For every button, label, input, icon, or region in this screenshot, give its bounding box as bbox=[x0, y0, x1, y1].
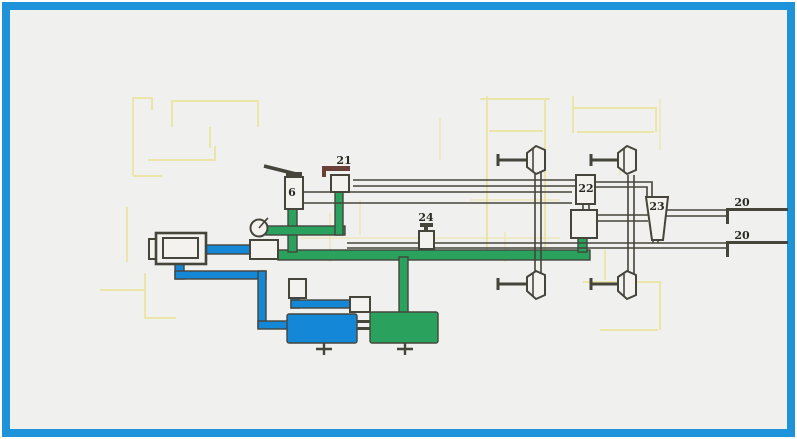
chamber-body bbox=[617, 269, 637, 301]
air-tank-blue bbox=[286, 313, 358, 344]
blue-run-2 bbox=[257, 320, 291, 330]
coupling-head-top bbox=[726, 208, 788, 224]
brake-chamber-rear-left bbox=[496, 269, 546, 301]
pressure-regulator bbox=[249, 239, 279, 260]
compressor bbox=[148, 231, 208, 266]
green-cross-line bbox=[265, 225, 346, 236]
label-21: 21 bbox=[336, 154, 351, 167]
air-tank-green bbox=[369, 311, 439, 344]
label-23: 23 bbox=[649, 200, 664, 213]
drain-valve-right bbox=[397, 343, 413, 355]
line-23-to-coupling bbox=[664, 209, 726, 217]
green-branch-to-relay bbox=[577, 237, 588, 253]
green-branch-to-tank bbox=[398, 256, 409, 315]
trailer-supply-line bbox=[347, 242, 726, 249]
blue-unloader-run bbox=[290, 299, 353, 309]
coupling-drop bbox=[726, 241, 729, 257]
left-chamber-riser bbox=[534, 172, 542, 278]
brake-chamber-front-right bbox=[589, 144, 637, 176]
label-20-top: 20 bbox=[734, 196, 750, 209]
disconnect-valve-24 bbox=[418, 223, 435, 250]
drain-valve-left bbox=[316, 343, 332, 355]
line-relay-to-23 bbox=[597, 214, 648, 222]
hand-brake-valve-21 bbox=[322, 166, 350, 193]
valve-24-body bbox=[418, 230, 435, 250]
green-main-line bbox=[277, 249, 591, 261]
valve-21-body bbox=[330, 174, 350, 193]
relay-valve-body bbox=[570, 209, 598, 239]
pressure-gauge bbox=[249, 217, 269, 238]
ghost-lines bbox=[100, 96, 661, 331]
part-labels: 6 21 22 23 24 20 20 bbox=[288, 154, 750, 242]
hand-lever bbox=[322, 166, 350, 171]
push-rod bbox=[496, 278, 527, 290]
blue-drop-2 bbox=[257, 270, 267, 329]
relay-valve-22 bbox=[575, 174, 596, 205]
label-22: 22 bbox=[578, 182, 593, 195]
check-valve bbox=[349, 296, 371, 313]
line-handvalve-to-22 bbox=[353, 179, 577, 187]
chamber-body bbox=[526, 144, 546, 176]
valve-6-body bbox=[284, 176, 304, 210]
coupling-bar bbox=[726, 208, 788, 211]
brake-chamber-front-left bbox=[496, 144, 546, 176]
unloader-valve bbox=[288, 278, 307, 299]
line-22-to-23 bbox=[595, 181, 653, 198]
push-rod bbox=[496, 154, 527, 166]
compressor-cylinder bbox=[162, 237, 199, 259]
brake-chamber-rear-right bbox=[589, 269, 637, 301]
blue-run-1 bbox=[174, 270, 267, 280]
label-6: 6 bbox=[288, 186, 296, 199]
gauge-needle bbox=[258, 217, 269, 229]
push-rod bbox=[589, 154, 618, 166]
green-hand-valve-drop bbox=[334, 189, 344, 236]
right-chamber-riser bbox=[627, 175, 635, 275]
tank-link-lower bbox=[357, 327, 370, 330]
valve-24-handle bbox=[420, 223, 433, 227]
chamber-body bbox=[617, 144, 637, 176]
valve-6-cap bbox=[286, 172, 302, 177]
chamber-body bbox=[526, 269, 546, 301]
label-20-bottom: 20 bbox=[734, 229, 750, 242]
label-24: 24 bbox=[418, 211, 434, 224]
trailer-valve-23 bbox=[644, 196, 670, 241]
brake-valve-6 bbox=[263, 164, 304, 210]
tank-link-upper bbox=[357, 320, 370, 323]
hand-lever-grip bbox=[322, 166, 326, 177]
valve-24-stem bbox=[424, 227, 428, 232]
coupling-head-bottom bbox=[726, 241, 788, 257]
blue-compressor-outlet bbox=[203, 244, 253, 255]
coupling-drop bbox=[726, 208, 729, 224]
push-rod bbox=[589, 278, 618, 290]
coupling-bar bbox=[726, 241, 788, 244]
